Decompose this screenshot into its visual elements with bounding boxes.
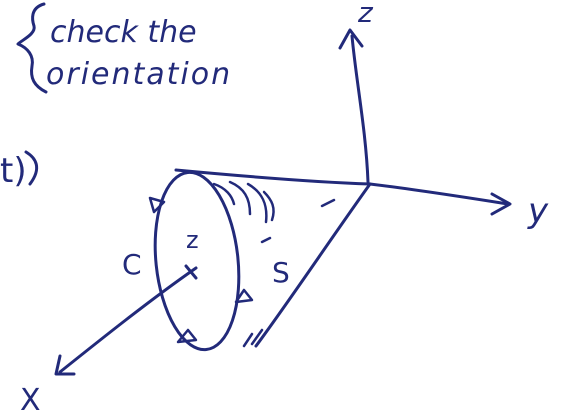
orientation-arrow-top [148,196,166,214]
z-axis-arrowhead [338,28,364,50]
surface-label: S [272,256,290,289]
note-bracket [16,2,48,94]
cone-shading-stroke [260,236,272,244]
x-axis-arrowhead [54,354,76,376]
y-axis-arrowhead [490,192,512,216]
note-line-1: check the [50,15,197,50]
x-axis [58,266,198,374]
orientation-arrow-right [234,288,254,304]
z-axis-label: z [357,0,374,29]
x-axis-label: X [20,383,41,414]
part-label: t) [0,151,27,191]
z-axis [350,34,370,184]
normal-label: z [186,226,199,254]
cone-shading-stroke [246,182,268,224]
base-ellipse-curve [153,170,241,352]
part-label-paren [24,150,39,186]
cone-shading-stroke [228,180,252,216]
normal-tick [184,264,198,280]
cone-shading-stroke [250,328,264,346]
cone-shading-stroke [242,332,254,348]
cone-shading-stroke [320,198,336,208]
curve-label: C [122,248,142,281]
cone-shading-stroke [212,182,236,206]
cone-top-edge [174,168,372,186]
note-line-2: orientation [46,57,232,92]
orientation-arrow-bottom [176,328,198,344]
cone-shading-stroke [262,190,275,222]
y-axis-label: y [527,191,549,231]
cone-bottom-edge [254,182,372,348]
y-axis [368,182,510,206]
